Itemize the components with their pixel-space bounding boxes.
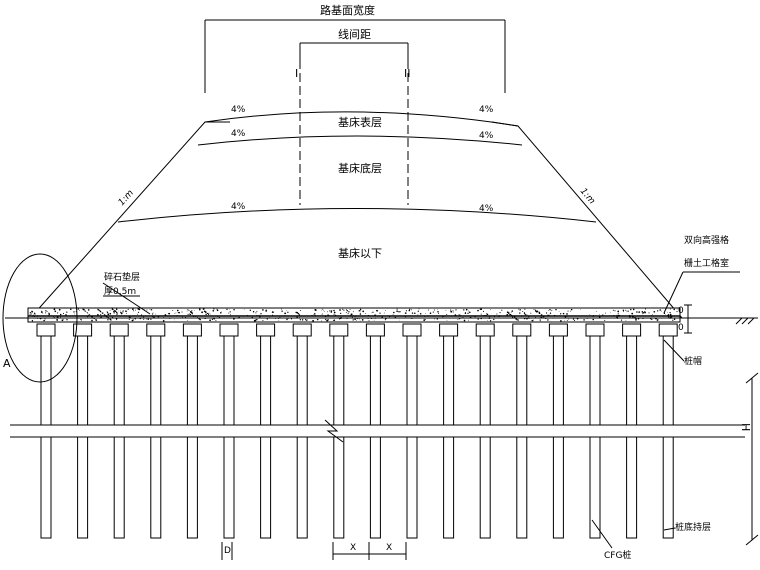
track-left-label: I xyxy=(295,67,298,80)
gravel-cushion-callout xyxy=(102,282,151,315)
layer-bottom-label: 基床底层 xyxy=(338,161,382,175)
track-spacing-label: 线间距 xyxy=(338,27,371,41)
pile-spacing-label-2: X xyxy=(386,543,392,553)
pile-cap xyxy=(182,323,202,337)
top-width-label: 路基面宽度 xyxy=(320,3,375,17)
cushion-dim-label-2: 0 xyxy=(678,323,684,333)
track-centerlines xyxy=(299,60,409,205)
gravel-cushion-layer xyxy=(27,307,681,323)
pile-spacing-label: X xyxy=(350,543,356,553)
geogrid-label: 双向高强格 xyxy=(684,234,729,246)
pile-spacing-dimension xyxy=(332,542,407,560)
pile-cap xyxy=(292,323,312,337)
pile-cap xyxy=(439,323,459,337)
pile-diameter-label: D xyxy=(224,546,231,556)
cfg-pile-callout xyxy=(591,519,613,549)
layer-below-label: 基床以下 xyxy=(338,246,382,260)
pile-cap-callout xyxy=(663,339,685,362)
gravel-cushion-thickness-label: 厚0.5m xyxy=(104,286,136,297)
pile-cap xyxy=(109,323,129,337)
cushion-thickness-dimension xyxy=(684,304,692,334)
layer-surface-label: 基床表层 xyxy=(338,115,382,129)
pile-length-label: H xyxy=(739,423,752,431)
pile-cap xyxy=(658,323,678,337)
cross-slope-marks: 4% 4% 4% 4% 4% 4% xyxy=(231,105,494,214)
cross-slope-label: 4% xyxy=(231,129,246,139)
pile-cap xyxy=(475,323,495,337)
top-width-dimension xyxy=(204,19,506,93)
break-band xyxy=(5,419,745,443)
pile-cap xyxy=(256,323,276,337)
pile-cap xyxy=(219,323,239,337)
track-right-label: II xyxy=(404,67,411,80)
cushion-dim-label: 0 xyxy=(678,306,684,316)
pile-bottom-layer-label: 桩底持层 xyxy=(675,521,711,533)
ground-line xyxy=(5,317,758,325)
pile-cap xyxy=(329,323,349,337)
detail-mark-label: A xyxy=(3,357,11,370)
pile-cap xyxy=(548,323,568,337)
geogrid-callout xyxy=(663,271,740,314)
track-spacing-dimension xyxy=(299,42,409,60)
embankment-outline xyxy=(32,111,683,319)
pile-cap xyxy=(402,323,422,337)
pile-length-dimension xyxy=(745,372,759,546)
cross-slope-label: 4% xyxy=(479,105,494,115)
slope-ratio-left-label: 1:m xyxy=(117,188,136,208)
pile-cap xyxy=(512,323,532,337)
pile-cap xyxy=(585,323,605,337)
cross-slope-label: 4% xyxy=(479,204,494,214)
pile-cap-label: 桩帽 xyxy=(684,355,702,367)
cross-slope-label: 4% xyxy=(479,131,494,141)
pile-cap xyxy=(36,323,56,337)
cross-slope-label: 4% xyxy=(231,105,246,115)
cross-slope-label: 4% xyxy=(231,202,246,212)
pile-cap xyxy=(622,323,642,337)
pile-cap xyxy=(365,323,385,337)
pile-bottom-callout xyxy=(663,527,676,531)
slope-ratio-right-label: 1:m xyxy=(578,187,597,207)
detail-circle xyxy=(2,253,78,383)
pile-cap xyxy=(146,323,166,337)
pile-diameter-dimension xyxy=(221,542,233,560)
cfg-pile-label: CFG桩 xyxy=(604,549,631,561)
geogrid-label-line2: 栅土工格室 xyxy=(684,257,729,269)
gravel-cushion-label: 碎石垫层 xyxy=(104,271,140,283)
